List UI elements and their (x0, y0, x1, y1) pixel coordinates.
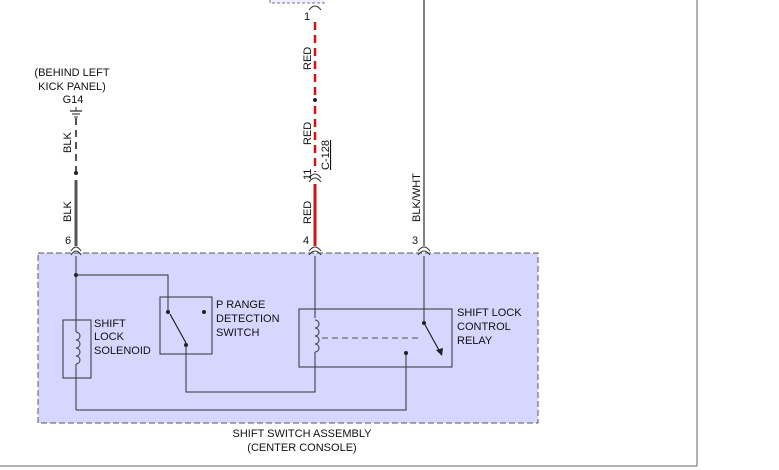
switch-relay-wire (185, 345, 316, 393)
switch-label-line1: P RANGE (216, 299, 265, 311)
relay-contact-bottom (404, 351, 408, 355)
c128-connector-icon (308, 173, 322, 179)
pin-3-connector-icon (417, 246, 431, 252)
switch-label-line3: SWITCH (216, 327, 259, 339)
red-splice-dot (313, 98, 317, 102)
pin-3-label: 3 (412, 235, 418, 247)
ground-location-line2: KICK PANEL) (38, 81, 106, 93)
blk-wht-wire-label: BLK/WHT (411, 173, 423, 222)
ground-id-label: G14 (63, 94, 84, 106)
c128-connector-label: C-128 (320, 140, 332, 170)
blk-wire-upper-label: BLK (62, 132, 74, 153)
top-connector-stub (269, 0, 325, 4)
relay-label-line3: RELAY (457, 335, 493, 347)
relay-blade-arrow (436, 348, 443, 356)
c128-pin-label: 11 (302, 169, 314, 180)
shift-lock-solenoid-box (62, 319, 92, 379)
pin-1-connector-icon (308, 5, 322, 11)
solenoid-coil-icon (75, 331, 81, 365)
red-wire-lower-label: RED (302, 201, 314, 224)
switch-blade-icon (169, 313, 187, 344)
common-return-wire (76, 353, 407, 411)
red-wire-top-label: RED (302, 47, 314, 70)
assembly-name-label: SHIFT SWITCH ASSEMBLY (233, 428, 373, 440)
pin-4-connector-icon (308, 246, 322, 252)
solenoid-label-line3: SOLENOID (94, 345, 151, 357)
shift-switch-assembly-box (37, 252, 539, 424)
switch-contact-b (202, 310, 206, 314)
pin-6-connector-icon (70, 246, 82, 252)
relay-label-line1: SHIFT LOCK (457, 307, 522, 319)
pin-4-label: 4 (303, 235, 309, 247)
assembly-location-label: (CENTER CONSOLE) (247, 442, 356, 454)
pin-6-label: 6 (65, 235, 71, 247)
relay-label-line2: CONTROL (457, 321, 511, 333)
ground-icon (70, 107, 82, 118)
blk-splice-dot (74, 171, 78, 175)
shift-lock-relay-box (298, 308, 453, 368)
relay-blade-icon (423, 322, 441, 353)
solenoid-label-line1: SHIFT (94, 318, 126, 330)
red-wire-middle-label: RED (302, 122, 314, 145)
blk-wire-lower-label: BLK (62, 201, 74, 222)
pin-1-label: 1 (304, 11, 310, 23)
solenoid-label-line2: LOCK (94, 331, 125, 343)
switch-contact-a (166, 310, 170, 314)
ground-location-line1: (BEHIND LEFT (34, 67, 109, 79)
switch-label-line2: DETECTION (216, 313, 280, 325)
switch-feed-wire (76, 274, 169, 312)
relay-coil-icon (314, 319, 320, 353)
